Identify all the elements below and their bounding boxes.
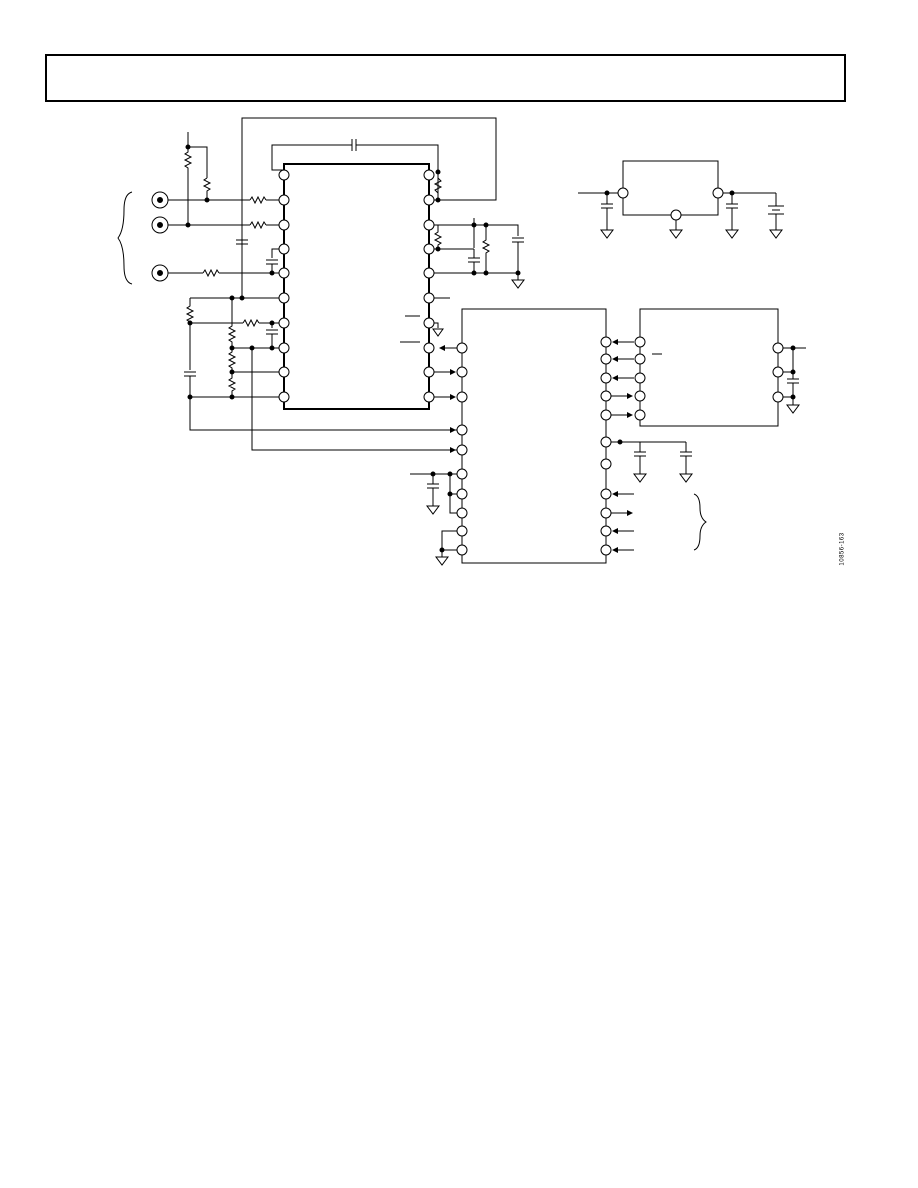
second-ic-left-pins <box>456 342 468 556</box>
third-ic-body <box>639 308 779 427</box>
bnc-connectors <box>151 191 169 282</box>
regulator-body <box>622 160 719 216</box>
figure-id: 10856-163 <box>839 532 846 566</box>
second-ic-body <box>461 308 607 564</box>
main-ic-right-pins <box>423 169 435 403</box>
third-ic-pins <box>634 336 784 421</box>
second-ic-right-pins <box>600 336 612 556</box>
main-ic-left-pins <box>278 169 290 403</box>
regulator-pins <box>617 187 724 221</box>
main-ic-body <box>283 163 430 410</box>
page-header-box <box>45 54 846 102</box>
